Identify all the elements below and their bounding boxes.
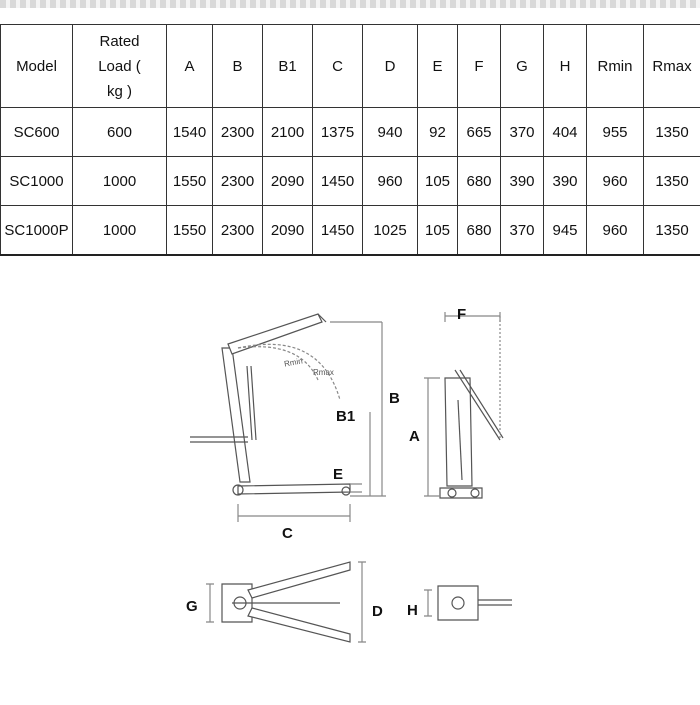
header-b: B [213, 25, 263, 108]
front-view [424, 312, 503, 498]
top-leg-lower [248, 608, 350, 642]
cell-rmax: 1350 [644, 206, 700, 256]
cell-g: 370 [501, 206, 544, 256]
label-b1: B1 [336, 408, 355, 425]
cell-b: 2300 [213, 108, 263, 157]
cell-rmax: 1350 [644, 108, 700, 157]
dimension-d [358, 562, 366, 642]
cell-f: 680 [458, 206, 501, 256]
top-view [206, 562, 366, 642]
mast [222, 348, 250, 482]
cell-model: SC1000P [1, 206, 73, 256]
cell-g: 370 [501, 108, 544, 157]
cell-rated-load: 1000 [73, 157, 167, 206]
label-h: H [407, 602, 418, 619]
dimension-g [206, 584, 214, 622]
label-a: A [409, 428, 420, 445]
crane-diagram: F B B1 A E C G D H Rmin Rmax [0, 300, 700, 700]
label-f: F [457, 306, 466, 323]
table-row: SC600 600 1540 2300 2100 1375 940 92 665… [1, 108, 700, 157]
table-row: SC1000 1000 1550 2300 2090 1450 960 105 … [1, 157, 700, 206]
cell-e: 105 [418, 157, 458, 206]
dimension-a [424, 378, 440, 496]
side-view [190, 314, 386, 522]
header-rmin: Rmin [587, 25, 644, 108]
header-model: Model [1, 25, 73, 108]
cell-model: SC600 [1, 108, 73, 157]
top-leg-upper [248, 562, 350, 598]
cell-a: 1550 [167, 157, 213, 206]
dimension-f [445, 312, 500, 322]
cell-h: 404 [544, 108, 587, 157]
label-g: G [186, 598, 198, 615]
cell-h: 945 [544, 206, 587, 256]
hydraulic-ram [247, 366, 256, 440]
h-view-handle [478, 600, 512, 605]
h-view-body [438, 586, 478, 620]
cell-c: 1450 [313, 206, 363, 256]
cell-rmin: 960 [587, 206, 644, 256]
cell-d: 960 [363, 157, 418, 206]
cell-f: 665 [458, 108, 501, 157]
dimension-c [238, 504, 350, 522]
header-h: H [544, 25, 587, 108]
crane-drawing [0, 300, 700, 700]
label-e: E [333, 466, 343, 483]
header-d: D [363, 25, 418, 108]
table-row: SC1000P 1000 1550 2300 2090 1450 1025 10… [1, 206, 700, 256]
dimension-e [350, 484, 362, 492]
cell-b1: 2090 [263, 157, 313, 206]
cell-f: 680 [458, 157, 501, 206]
header-f: F [458, 25, 501, 108]
cell-c: 1375 [313, 108, 363, 157]
cell-rated-load: 600 [73, 108, 167, 157]
label-b: B [389, 390, 400, 407]
scanned-top-edge [0, 0, 700, 8]
cell-rmax: 1350 [644, 157, 700, 206]
cell-rmin: 955 [587, 108, 644, 157]
cell-rmin: 960 [587, 157, 644, 206]
rmin-arc [238, 347, 318, 380]
cell-d: 1025 [363, 206, 418, 256]
cell-h: 390 [544, 157, 587, 206]
cell-a: 1540 [167, 108, 213, 157]
cell-model: SC1000 [1, 157, 73, 206]
cell-d: 940 [363, 108, 418, 157]
cell-rated-load: 1000 [73, 206, 167, 256]
cell-b1: 2090 [263, 206, 313, 256]
cell-e: 92 [418, 108, 458, 157]
header-a: A [167, 25, 213, 108]
header-rmax: Rmax [644, 25, 700, 108]
cell-b: 2300 [213, 157, 263, 206]
base-leg [238, 484, 350, 494]
header-c: C [313, 25, 363, 108]
header-e: E [418, 25, 458, 108]
header-b1: B1 [263, 25, 313, 108]
front-mast [445, 378, 472, 486]
cell-g: 390 [501, 157, 544, 206]
cell-c: 1450 [313, 157, 363, 206]
header-g: G [501, 25, 544, 108]
cell-b1: 2100 [263, 108, 313, 157]
table-header-row: Model Rated Load ( kg ) A B B1 C D E F G… [1, 25, 700, 108]
label-c: C [282, 525, 293, 542]
header-rated-load: Rated Load ( kg ) [73, 25, 167, 108]
cell-e: 105 [418, 206, 458, 256]
label-d: D [372, 603, 383, 620]
label-rmax: Rmax [313, 368, 334, 377]
cell-b: 2300 [213, 206, 263, 256]
cell-a: 1550 [167, 206, 213, 256]
dimension-h [424, 590, 432, 616]
h-view [424, 586, 512, 620]
specification-table: Model Rated Load ( kg ) A B B1 C D E F G… [0, 24, 700, 256]
rated-load-text: Rated Load ( kg ) [90, 29, 150, 104]
